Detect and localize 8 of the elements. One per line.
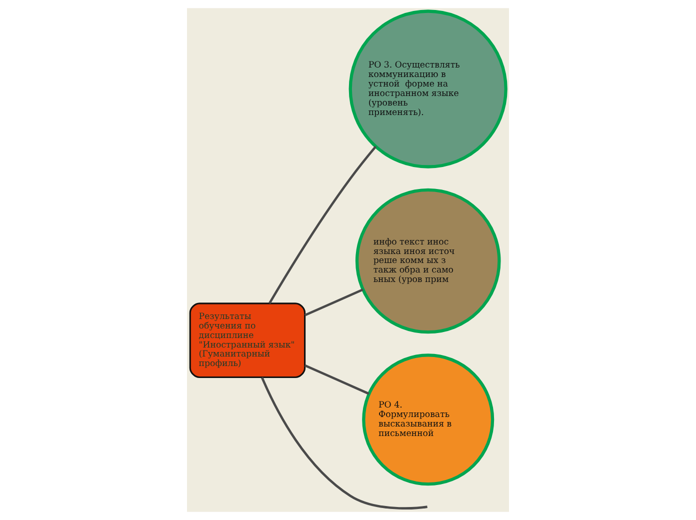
connector — [260, 377, 428, 510]
node-circle: инфо текст иноc языка иноя источ реше комм ых з такж обра и само ьных (уров прим — [355, 188, 501, 334]
connector — [304, 288, 364, 316]
node-circle: РО 4. Формулировать высказывания в письменной — [362, 354, 494, 486]
node-circle: РО 3. Осуществлять коммуникацию в устной форме на иностранном языке (уровень применять). — [348, 10, 508, 168]
node-box: Результаты обучения по дисциплине "Иностранный язык" (Гуманитарный профиль) — [189, 302, 306, 378]
connector — [304, 364, 370, 395]
connector — [268, 146, 377, 304]
